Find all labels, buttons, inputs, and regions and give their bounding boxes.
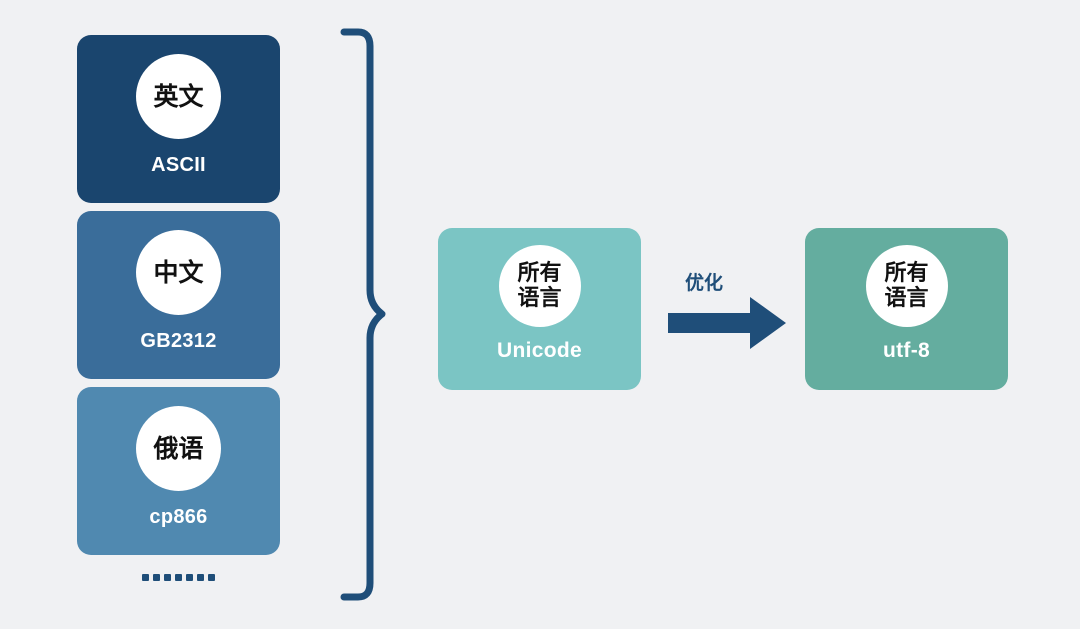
curly-brace-icon (340, 28, 386, 601)
card-ascii-label: ASCII (151, 154, 206, 176)
bubble-ascii: 英文 (136, 54, 221, 139)
card-unicode[interactable]: 所有 语言 Unicode (438, 228, 641, 390)
bubble-unicode-line1: 所有 (517, 260, 562, 286)
bubble-unicode-line2: 语言 (517, 285, 562, 310)
card-gb2312[interactable]: 中文 GB2312 (77, 211, 280, 379)
bubble-unicode: 所有 语言 (498, 245, 581, 327)
ellipsis-dot (142, 573, 149, 581)
arrow-label: 优化 (685, 273, 724, 294)
bubble-utf8-line1: 所有 (884, 260, 929, 286)
bubble-cp866: 俄语 (136, 406, 221, 491)
card-cp866-label: cp866 (149, 506, 208, 528)
card-gb2312-label: GB2312 (140, 330, 217, 352)
optimization-arrow-group: 优化 (660, 260, 790, 360)
bubble-cp866-text: 俄语 (153, 434, 204, 463)
card-unicode-label: Unicode (497, 339, 582, 362)
bubble-gb2312-text: 中文 (153, 258, 204, 287)
ellipsis-dot (197, 573, 204, 581)
ellipsis-more-encodings (77, 569, 280, 585)
card-cp866[interactable]: 俄语 cp866 (77, 387, 280, 555)
card-utf8-label: utf-8 (883, 339, 930, 362)
card-utf8[interactable]: 所有 语言 utf-8 (805, 228, 1008, 390)
ellipsis-dot (175, 573, 182, 581)
ellipsis-dot (208, 573, 215, 581)
ellipsis-dot (186, 573, 193, 581)
ellipsis-dot (164, 573, 171, 581)
bubble-ascii-text: 英文 (153, 82, 204, 111)
bubble-utf8: 所有 语言 (865, 245, 948, 327)
right-arrow-icon (668, 297, 786, 349)
card-ascii[interactable]: 英文 ASCII (77, 35, 280, 203)
bubble-utf8-line2: 语言 (884, 285, 929, 310)
ellipsis-dot (153, 573, 160, 581)
bubble-gb2312: 中文 (136, 230, 221, 315)
